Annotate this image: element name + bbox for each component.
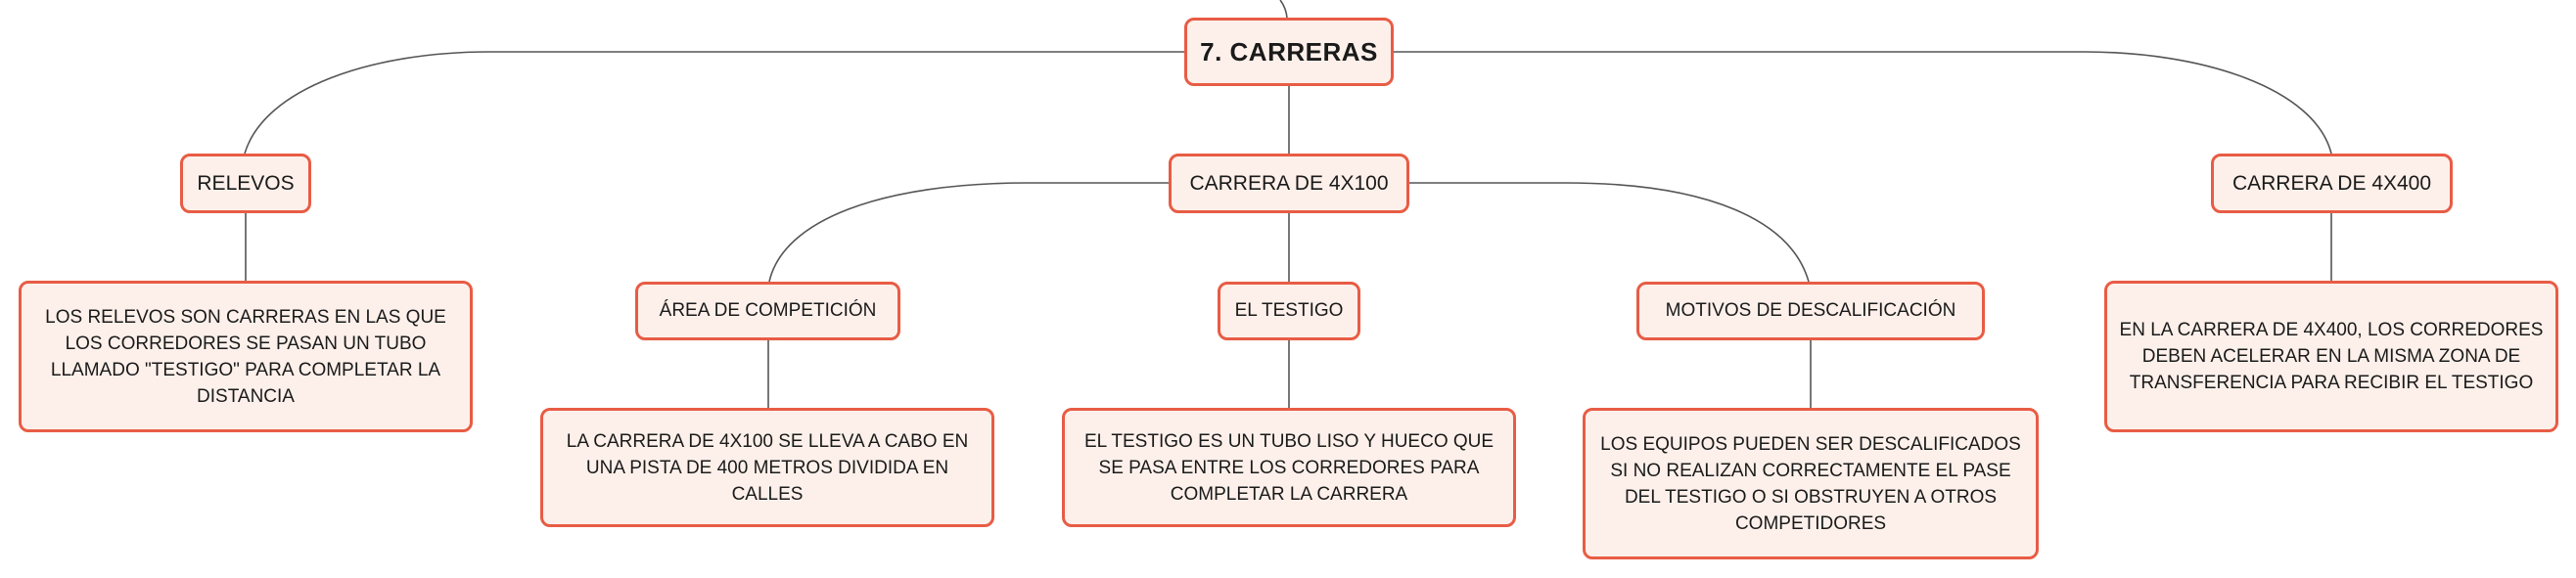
topic-relevos[interactable]: RELEVOS [180, 154, 311, 213]
topic-carrera-4x400-label: CARRERA DE 4X400 [2231, 171, 2432, 195]
subtopic-area-competicion[interactable]: ÁREA DE COMPETICIÓN [635, 282, 900, 340]
connector-root-relevos [244, 51, 1184, 155]
leaf-relevos-text: LOS RELEVOS SON CARRERAS EN LAS QUE LOS … [45, 306, 446, 407]
leaf-relevos-description[interactable]: LOS RELEVOS SON CARRERAS EN LAS QUE LOS … [19, 281, 473, 432]
topic-carrera-4x100-label: CARRERA DE 4X100 [1189, 171, 1389, 195]
root-label: 7. CARRERAS [1200, 36, 1378, 67]
leaf-area-description[interactable]: LA CARRERA DE 4X100 SE LLEVA A CABO EN U… [540, 408, 994, 527]
leaf-area-text: LA CARRERA DE 4X100 SE LLEVA A CABO EN U… [566, 430, 969, 505]
leaf-testigo-text: EL TESTIGO ES UN TUBO LISO Y HUECO QUE S… [1083, 430, 1495, 505]
connector-root-parent [1279, 0, 1288, 19]
subtopic-motivos-descalificacion[interactable]: MOTIVOS DE DESCALIFICACIÓN [1636, 282, 1985, 340]
leaf-testigo-description[interactable]: EL TESTIGO ES UN TUBO LISO Y HUECO QUE S… [1062, 408, 1516, 527]
leaf-motivos-text: LOS EQUIPOS PUEDEN SER DESCALIFICADOS SI… [1600, 433, 2021, 534]
root-node[interactable]: 7. CARRERAS [1184, 18, 1394, 86]
connector-root-4x400 [1394, 51, 2332, 155]
connector-4x100-area [768, 182, 1169, 283]
leaf-motivos-description[interactable]: LOS EQUIPOS PUEDEN SER DESCALIFICADOS SI… [1583, 408, 2039, 559]
topic-carrera-4x100[interactable]: CARRERA DE 4X100 [1169, 154, 1409, 213]
subtopic-motivos-label: MOTIVOS DE DESCALIFICACIÓN [1665, 300, 1956, 321]
connector-4x100-motivos [1409, 182, 1810, 283]
leaf-4x400-text: EN LA CARRERA DE 4X400, LOS CORREDORES D… [2119, 320, 2544, 393]
topic-carrera-4x400[interactable]: CARRERA DE 4X400 [2211, 154, 2453, 213]
subtopic-testigo-label: EL TESTIGO [1234, 300, 1344, 321]
topic-relevos-label: RELEVOS [197, 171, 295, 195]
leaf-4x400-description[interactable]: EN LA CARRERA DE 4X400, LOS CORREDORES D… [2104, 281, 2558, 432]
subtopic-el-testigo[interactable]: EL TESTIGO [1218, 282, 1360, 340]
subtopic-area-label: ÁREA DE COMPETICIÓN [659, 300, 877, 321]
